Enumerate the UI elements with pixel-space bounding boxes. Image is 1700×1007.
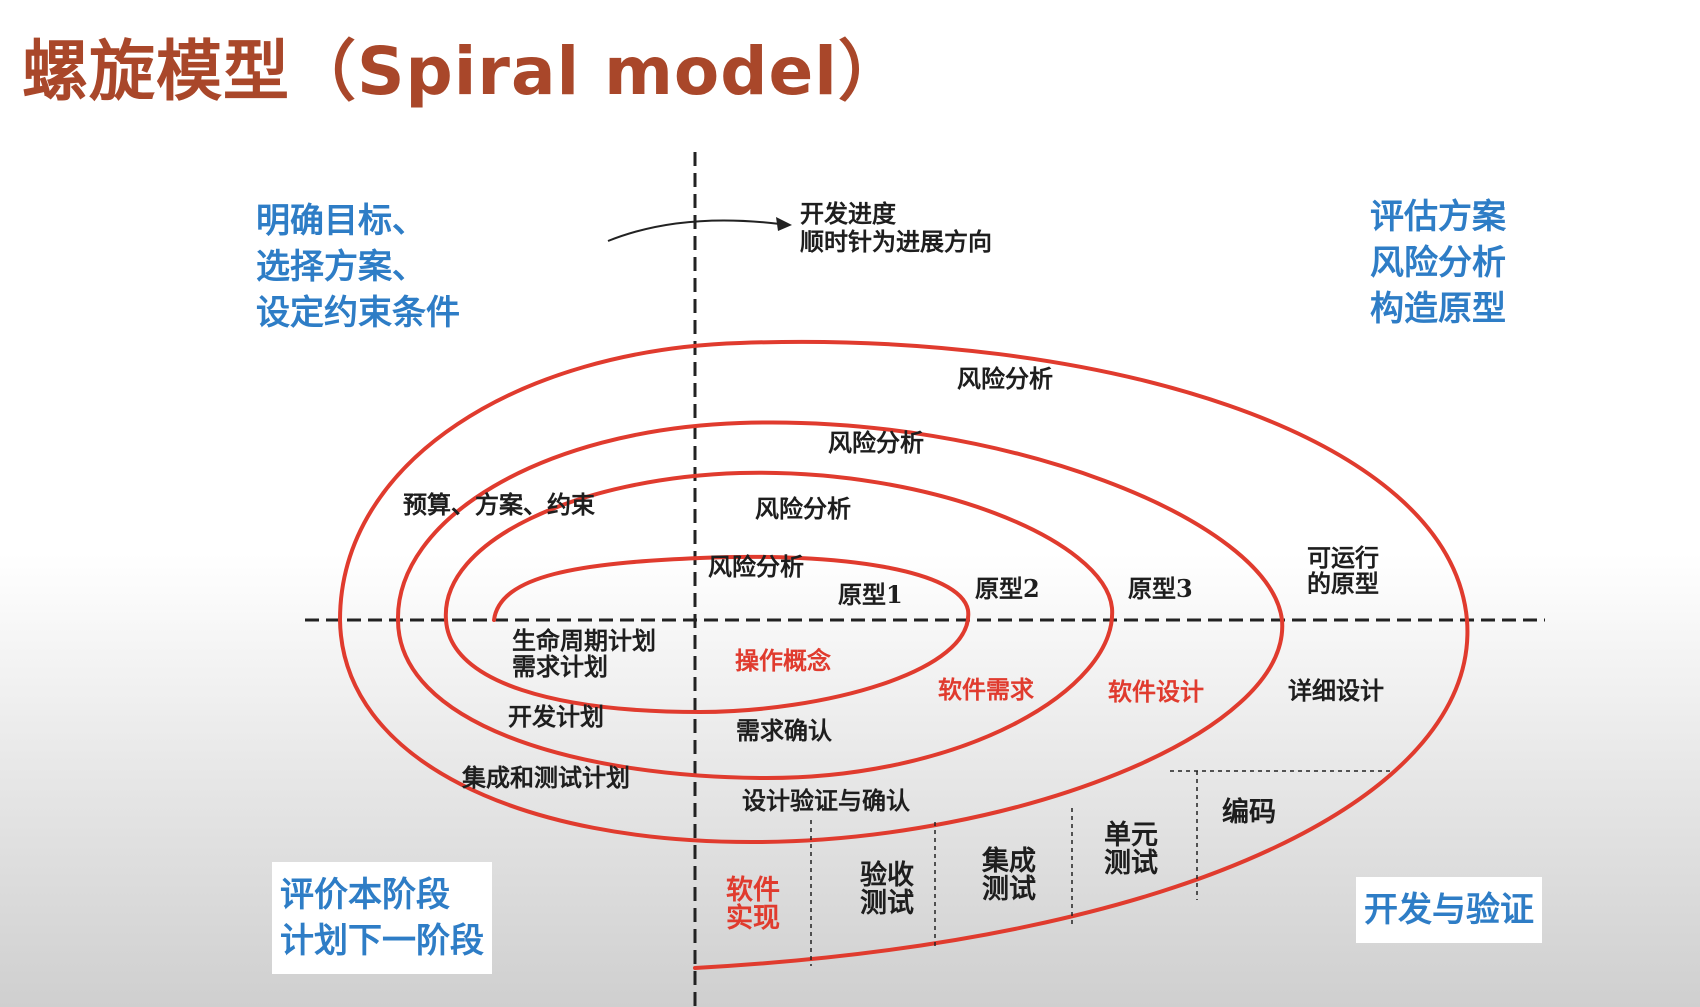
quadrant-bottom-left-text: 评价本阶段 计划下一阶段 bbox=[272, 862, 492, 974]
quadrant-bottom-right-text: 开发与验证 bbox=[1356, 877, 1542, 943]
detailed-design-label: 详细设计 bbox=[1288, 677, 1384, 705]
software-impl-label: 软件 实现 bbox=[726, 875, 780, 934]
risk-analysis-label-4: 风险分析 bbox=[957, 365, 1053, 393]
direction-note: 开发进度 顺时针为进展方向 bbox=[800, 200, 992, 256]
software-requirements-label: 软件需求 bbox=[938, 676, 1034, 704]
prototype-2-label: 原型2 bbox=[975, 574, 1040, 603]
spiral-path bbox=[338, 339, 1470, 970]
coding-label: 编码 bbox=[1222, 797, 1276, 828]
integration-test-label: 集成 测试 bbox=[982, 846, 1036, 905]
risk-analysis-label-3: 风险分析 bbox=[828, 429, 924, 457]
integration-test-plan-label: 集成和测试计划 bbox=[462, 764, 630, 792]
quadrant-top-right-text: 评估方案 风险分析 构造原型 bbox=[1370, 197, 1506, 329]
risk-analysis-label-1: 风险分析 bbox=[708, 553, 804, 581]
quadrant-top-left-text: 明确目标、 选择方案、 设定约束条件 bbox=[256, 201, 460, 333]
design-verify-label: 设计验证与确认 bbox=[742, 787, 910, 815]
software-design-label: 软件设计 bbox=[1108, 678, 1204, 706]
lifecycle-plan-label: 生命周期计划 需求计划 bbox=[512, 627, 656, 681]
requirement-confirm-label: 需求确认 bbox=[736, 717, 832, 745]
operation-concept-label: 操作概念 bbox=[735, 647, 831, 675]
direction-arrow bbox=[607, 219, 781, 242]
prototype-3-label: 原型3 bbox=[1128, 574, 1193, 603]
direction-arrowhead bbox=[776, 217, 792, 231]
acceptance-test-label: 验收 测试 bbox=[860, 860, 914, 919]
unit-test-label: 单元 测试 bbox=[1104, 820, 1158, 879]
risk-analysis-label-2: 风险分析 bbox=[755, 495, 851, 523]
dev-plan-label: 开发计划 bbox=[508, 703, 604, 731]
page-title: 螺旋模型（Spiral model） bbox=[22, 33, 905, 110]
budget-label: 预算、方案、约束 bbox=[403, 491, 595, 519]
runnable-prototype-label: 可运行 的原型 bbox=[1307, 544, 1379, 598]
prototype-1-label: 原型1 bbox=[838, 580, 903, 609]
